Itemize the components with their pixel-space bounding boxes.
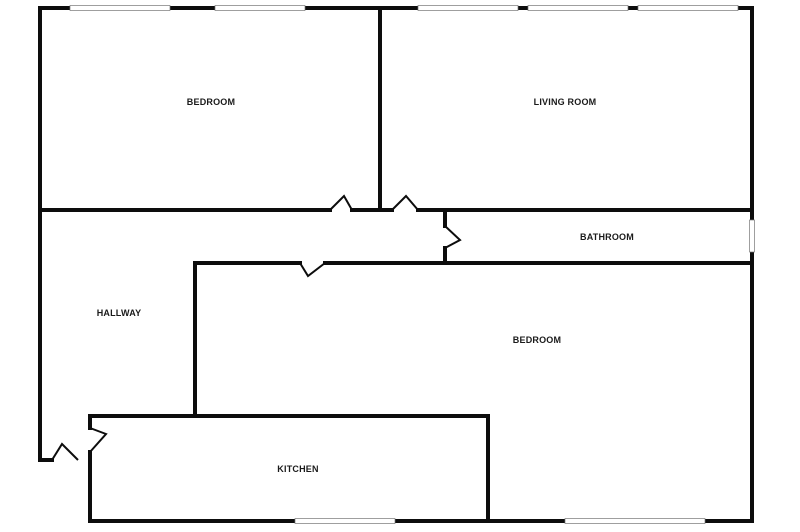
window-bedroom-main [564,518,706,524]
window-living-2 [527,5,629,11]
window-living-1 [417,5,519,11]
room-label-kitchen: KITCHEN [277,464,318,474]
interior-walls [38,6,754,523]
window-bedroom-top-1 [69,5,171,11]
room-label-living-room: LIVING ROOM [534,97,597,107]
window-kitchen [294,518,396,524]
room-label-bedroom-top: BEDROOM [187,97,235,107]
door-bedroom-main [299,262,326,278]
door-kitchen [89,427,108,453]
door-bedroom-top [329,194,353,211]
window-bedroom-top-2 [214,5,306,11]
door-entrance [51,442,79,461]
window-bathroom [749,219,755,253]
window-living-3 [637,5,739,11]
windows [69,5,755,524]
room-labels: BEDROOM LIVING ROOM BATHROOM HALLWAY BED… [97,97,634,474]
door-living-room [391,194,419,211]
room-label-bathroom: BATHROOM [580,232,634,242]
doors [51,194,462,461]
door-bathroom [444,225,462,249]
room-label-hallway: HALLWAY [97,308,142,318]
room-label-bedroom-main: BEDROOM [513,335,561,345]
